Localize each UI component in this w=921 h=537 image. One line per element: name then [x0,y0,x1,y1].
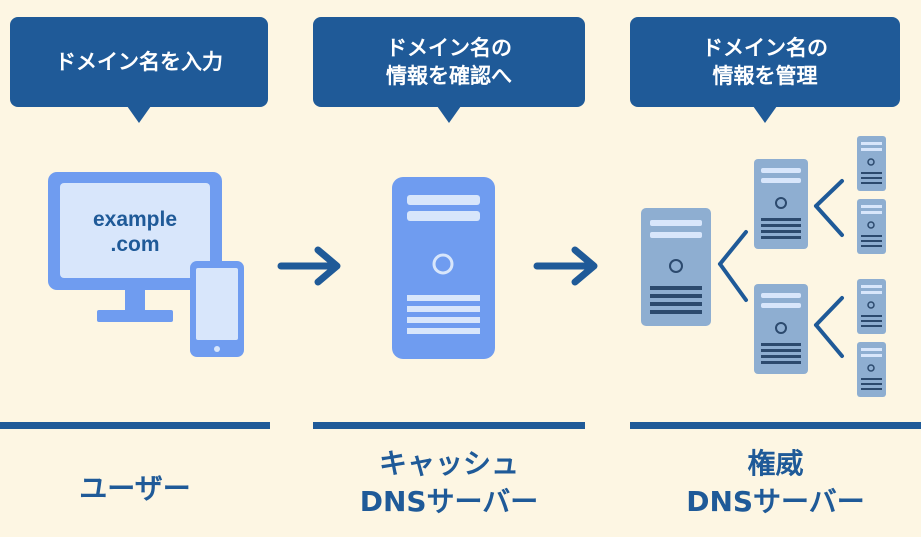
cache-dns-label-line2: DNSサーバー [359,485,539,518]
authoritative-dns-label-line1: 権威 [747,447,804,480]
branch-icon-root [718,230,748,302]
tld-server-icon-upper [754,159,808,249]
cache-server-icon [392,177,495,359]
monitor-domain-line2: .com [110,233,159,256]
leaf-server-icon-1 [857,136,886,191]
monitor-domain-line1: example [93,208,177,231]
root-server-icon [641,208,711,326]
user-label: ユーザー [0,470,270,508]
authoritative-step-text-line2: 情報を管理 [712,64,818,88]
authoritative-divider [630,422,921,429]
smartphone-icon [190,261,244,357]
monitor-icon: example .com [48,172,222,322]
leaf-server-icon-2 [857,199,886,254]
tld-server-icon-lower [754,284,808,374]
leaf-server-icon-3 [857,279,886,334]
branch-icon-lower [814,296,844,358]
authoritative-dns-label: 権威 DNSサーバー [630,445,921,521]
cache-divider [313,422,585,429]
cache-step-text-line1: ドメイン名の [386,36,512,60]
arrow-right-icon-1 [277,246,341,286]
branch-icon-upper [814,179,844,237]
cache-step-bubble: ドメイン名の 情報を確認へ [313,17,585,123]
leaf-server-icon-4 [857,342,886,397]
cache-step-text-line2: 情報を確認へ [386,64,512,88]
user-label-text: ユーザー [79,472,191,505]
user-step-bubble: ドメイン名を入力 [10,17,268,123]
authoritative-step-text-line1: ドメイン名の [702,36,828,60]
user-step-text: ドメイン名を入力 [55,50,223,74]
user-divider [0,422,270,429]
cache-dns-label-line1: キャッシュ [378,447,519,480]
authoritative-step-bubble: ドメイン名の 情報を管理 [630,17,900,123]
authoritative-dns-label-line2: DNSサーバー [686,485,865,518]
arrow-right-icon-2 [533,246,598,286]
cache-dns-label: キャッシュ DNSサーバー [313,445,585,521]
